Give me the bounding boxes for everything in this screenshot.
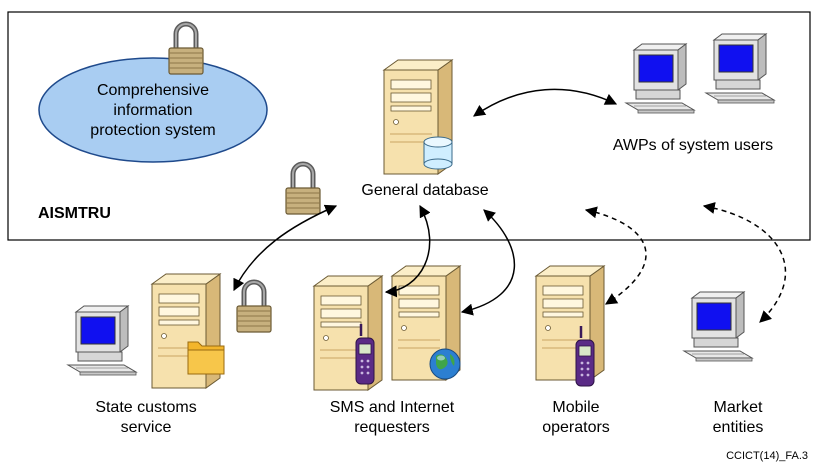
- workstation-icon: [705, 33, 775, 104]
- database-cylinder-icon: [423, 136, 453, 170]
- workstation-icon: [625, 43, 695, 114]
- requesters-label-line: requesters: [354, 419, 430, 436]
- customs-label-line: State customs: [95, 399, 197, 416]
- padlock-icon: [237, 282, 271, 332]
- mobile-operators-label-line: Mobile: [552, 399, 600, 416]
- arrow-database-requesters-1: [384, 204, 431, 298]
- arrow-market-entities: [702, 202, 787, 323]
- system-label: AISMTRU: [38, 205, 111, 222]
- protection-system-ellipse: [38, 57, 268, 163]
- arrow-database-requesters-2: [460, 209, 515, 316]
- requesters-label: SMS and Internet requesters: [314, 398, 470, 438]
- globe-icon: [429, 348, 461, 380]
- market-entities-label: Market entities: [690, 398, 786, 438]
- database-label: General database: [361, 182, 489, 199]
- awp-label: AWPs of system users: [612, 137, 774, 154]
- arrow-mobile-operators: [584, 206, 647, 305]
- figure-id: CCICT(14)_FA.3: [726, 450, 808, 462]
- folder-icon: [187, 341, 225, 375]
- mobile-operators-label: Mobile operators: [526, 398, 626, 438]
- customs-label-line: service: [120, 419, 172, 436]
- customs-label: State customs service: [76, 398, 216, 438]
- market-entities-label-line: Market: [713, 399, 763, 416]
- arrow-database-customs: [233, 204, 338, 292]
- workstation-icon: [683, 291, 753, 362]
- protection-line: information: [113, 102, 193, 119]
- mobile-operators-label-line: operators: [542, 419, 610, 436]
- requesters-label-line: SMS and Internet: [329, 399, 455, 416]
- padlock-icon: [169, 24, 203, 74]
- protection-line: protection system: [90, 122, 216, 139]
- protection-line: Comprehensive: [96, 82, 210, 99]
- padlock-icon: [286, 164, 320, 214]
- market-entities-label-line: entities: [712, 419, 764, 436]
- arrow-database-awp: [473, 88, 618, 117]
- workstation-icon: [67, 305, 137, 376]
- protection-system-label: Comprehensive information protection sys…: [73, 81, 233, 141]
